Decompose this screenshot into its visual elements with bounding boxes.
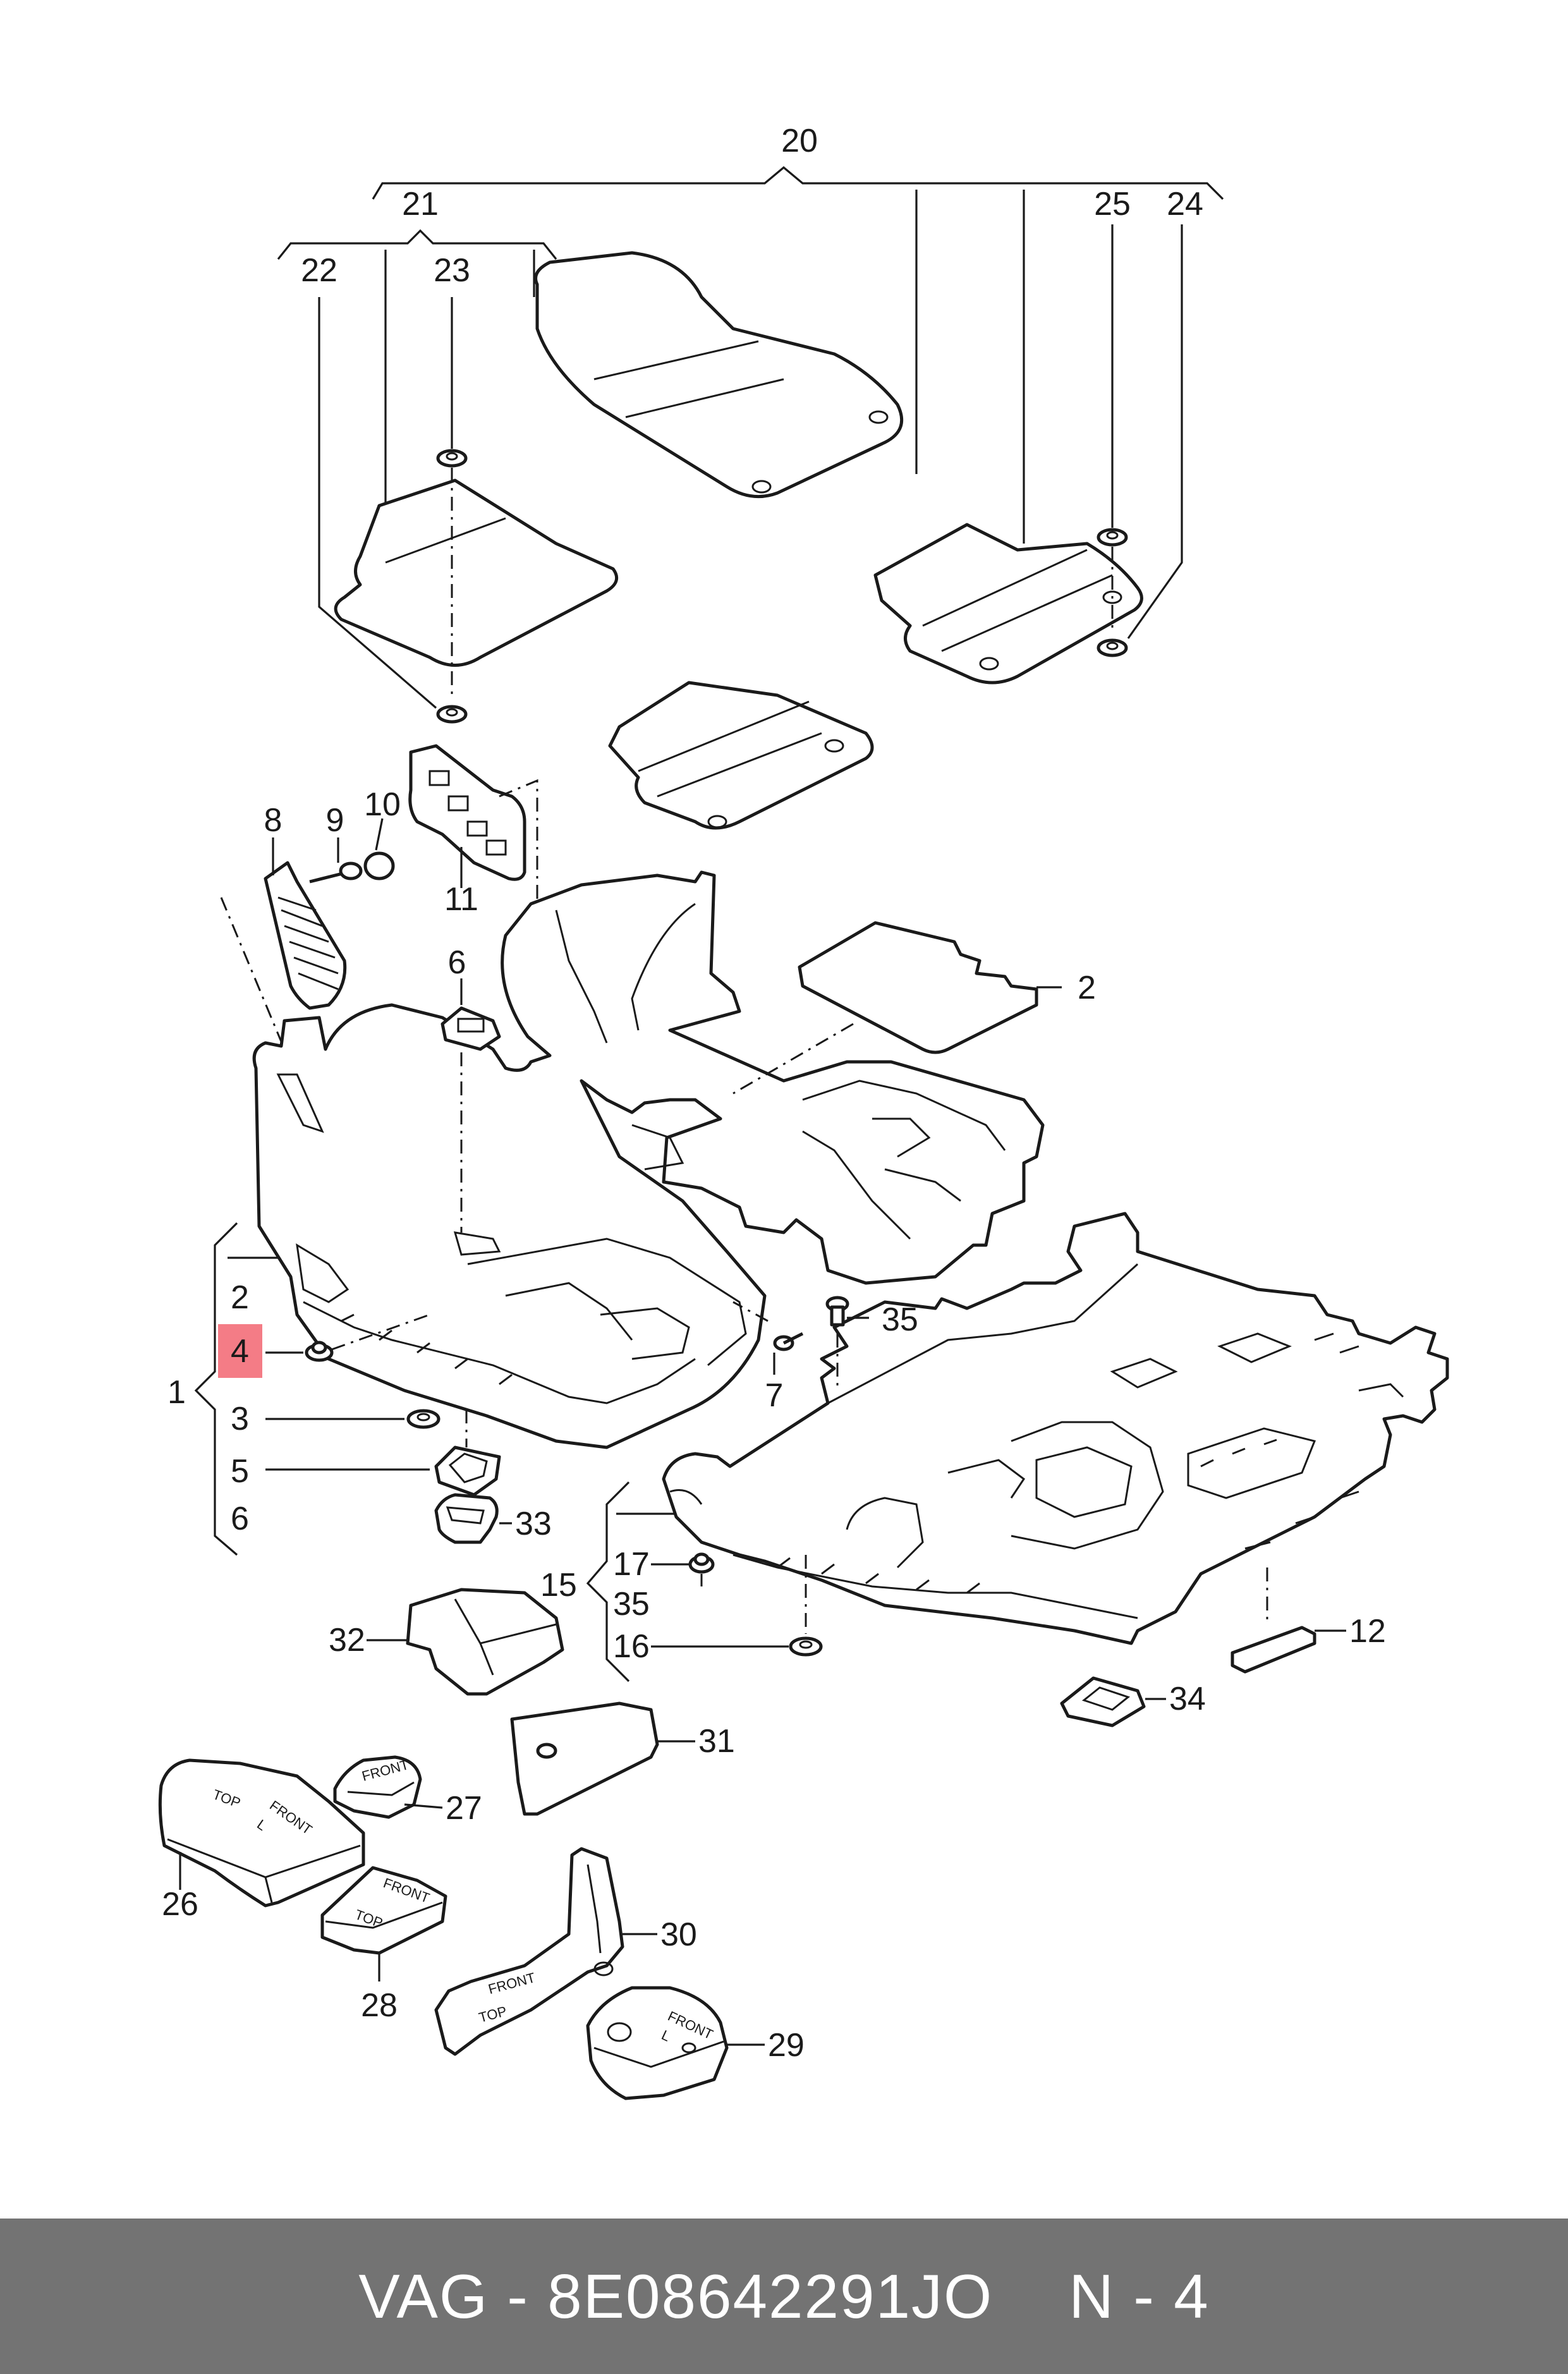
cap-10 bbox=[363, 818, 395, 880]
label-16: 16 bbox=[613, 1628, 650, 1665]
footer-bar: VAG - 8E08642291JO N - 4 bbox=[0, 2219, 1568, 2374]
label-8: 8 bbox=[264, 802, 283, 839]
rear-right-mat bbox=[873, 523, 1143, 685]
bracket-20 bbox=[372, 166, 1224, 544]
bracket-21 bbox=[277, 229, 557, 518]
foam-block-27 bbox=[333, 1755, 422, 1819]
part-number-text: VAG - 8E08642291JO bbox=[358, 2261, 994, 2331]
label-4: 4 bbox=[231, 1333, 249, 1370]
front-carpet-details bbox=[276, 903, 1006, 1404]
label-31: 31 bbox=[698, 1723, 735, 1760]
label-35: 35 bbox=[613, 1586, 650, 1622]
clip-24 bbox=[1097, 224, 1183, 657]
label-23: 23 bbox=[434, 252, 470, 289]
grommet-6-upper bbox=[441, 978, 501, 1233]
clip-16 bbox=[651, 1555, 823, 1657]
callout-labels: 20 21 22 23 25 24 8 9 10 11 6 2 2 4 1 3 … bbox=[162, 123, 1386, 2064]
front-right-mat bbox=[534, 251, 904, 499]
label-34: 34 bbox=[1169, 1681, 1206, 1717]
label-27: 27 bbox=[446, 1790, 482, 1827]
grommet-5 bbox=[265, 1409, 501, 1497]
rear-left-mat bbox=[608, 681, 874, 830]
label-28: 28 bbox=[361, 1987, 398, 2024]
parts-diagram: FRONT TOP FRONT L FRONT TOP FRONT TOP FR… bbox=[158, 123, 1449, 2100]
label-33: 33 bbox=[515, 1506, 552, 1542]
clip-25 bbox=[1097, 224, 1128, 632]
pin-7 bbox=[732, 1301, 804, 1375]
label-12: 12 bbox=[1349, 1613, 1386, 1650]
carpet-piece-2 bbox=[798, 921, 1038, 1054]
foam-block-26 bbox=[158, 1758, 365, 1908]
label-29: 29 bbox=[768, 2027, 805, 2064]
heel-pad-30 bbox=[434, 1847, 624, 2056]
label-22: 22 bbox=[301, 252, 337, 289]
label-24: 24 bbox=[1167, 186, 1203, 222]
foam-block-28 bbox=[320, 1866, 447, 1955]
screw-9 bbox=[309, 837, 363, 884]
label-6-upper: 6 bbox=[448, 944, 466, 981]
bracket-11 bbox=[408, 744, 526, 881]
page-number-text: N - 4 bbox=[1069, 2261, 1210, 2331]
label-5: 5 bbox=[231, 1453, 249, 1490]
clip-17 bbox=[651, 1552, 715, 1586]
label-17: 17 bbox=[613, 1546, 650, 1583]
rear-carpet bbox=[662, 1212, 1449, 1645]
strip-12 bbox=[1231, 1567, 1346, 1674]
label-25: 25 bbox=[1094, 186, 1131, 222]
label-2-upper: 2 bbox=[1078, 970, 1096, 1006]
bracket-11-holes bbox=[428, 770, 507, 856]
label-9: 9 bbox=[326, 802, 344, 839]
bracket-1 bbox=[194, 1222, 278, 1556]
label-30: 30 bbox=[660, 1916, 697, 1953]
label-21: 21 bbox=[402, 186, 439, 222]
rear-carpet-details bbox=[669, 1263, 1404, 1619]
screw-35 bbox=[825, 1296, 869, 1391]
clip-33 bbox=[434, 1493, 512, 1544]
foam-block-31 bbox=[510, 1701, 659, 1816]
label-15: 15 bbox=[540, 1567, 577, 1604]
label-20: 20 bbox=[781, 123, 818, 159]
label-2: 2 bbox=[231, 1279, 249, 1316]
clip-3 bbox=[265, 1409, 441, 1429]
foam-block-29 bbox=[586, 1986, 729, 2100]
label-35-upper: 35 bbox=[882, 1301, 918, 1338]
label-1: 1 bbox=[167, 1374, 186, 1411]
bracket-15 bbox=[586, 1481, 676, 1683]
label-32: 32 bbox=[329, 1622, 365, 1659]
label-11: 11 bbox=[444, 881, 478, 918]
clip-23 bbox=[436, 297, 468, 695]
label-7: 7 bbox=[765, 1377, 784, 1414]
highlight-box-4 bbox=[218, 1324, 262, 1378]
clip-22 bbox=[318, 297, 468, 724]
label-10: 10 bbox=[364, 786, 401, 823]
trim-hatching bbox=[277, 896, 339, 990]
clip-4 bbox=[265, 1313, 430, 1362]
front-carpet bbox=[252, 870, 1045, 1449]
label-6: 6 bbox=[231, 1500, 249, 1537]
front-left-mat bbox=[334, 478, 619, 667]
label-3: 3 bbox=[231, 1401, 249, 1437]
label-26: 26 bbox=[162, 1886, 198, 1923]
grommet-34 bbox=[1060, 1676, 1166, 1727]
